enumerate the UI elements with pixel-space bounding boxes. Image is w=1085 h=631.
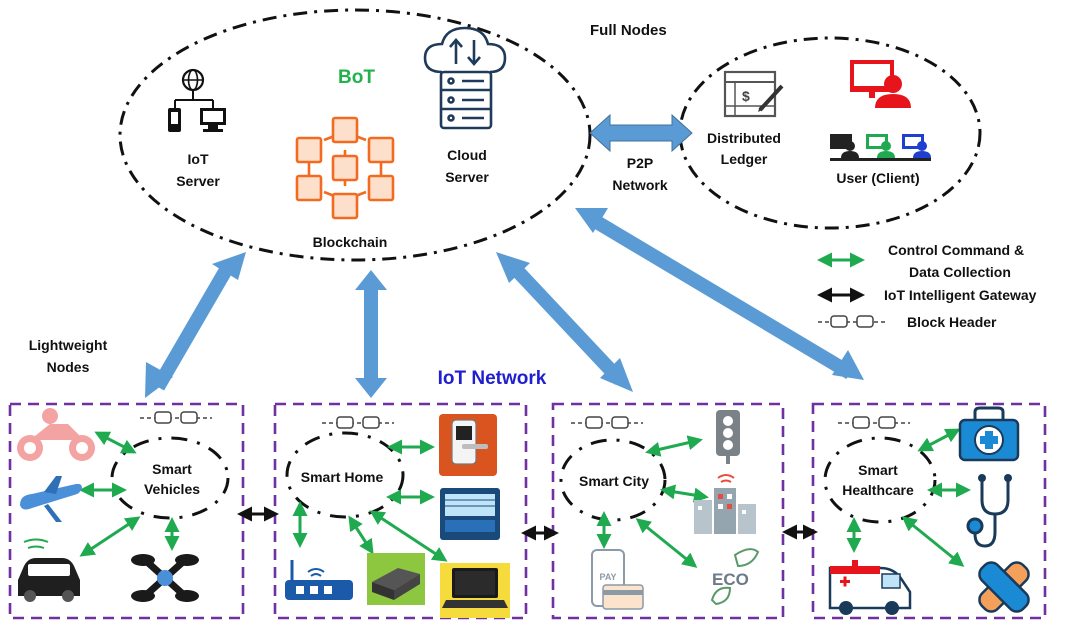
laptop-icon [440, 563, 510, 618]
ledger-icon: $ [723, 70, 784, 118]
smart-building-icon [694, 474, 756, 534]
wifi-router-icon [285, 560, 353, 600]
bandage-icon [978, 561, 1030, 613]
mobile-payment-icon: PAY [591, 549, 644, 610]
first-aid-kit-icon [958, 406, 1020, 462]
legend-control-command: Control Command &Data Collection [888, 242, 1024, 280]
iot-network-title: IoT Network [438, 368, 547, 389]
block-header-marks [140, 411, 910, 429]
drone-icon [131, 554, 199, 602]
connected-car-icon [18, 538, 80, 602]
legend-gateway: IoT Intelligent Gateway [884, 287, 1037, 303]
blue-link-arrowheads [145, 208, 864, 398]
full-nodes-label: Full Nodes [590, 22, 667, 39]
svg-text:ECO: ECO [712, 570, 749, 589]
client-ellipse [678, 36, 982, 230]
svg-text:$: $ [742, 88, 750, 104]
smart-lock-icon [439, 414, 497, 476]
blockchain-cubes-icon [295, 116, 395, 220]
blockchain-label: Blockchain [313, 234, 388, 250]
iot-domain-boxes [8, 402, 1047, 620]
stethoscope-icon [966, 474, 1012, 548]
ambulance-icon [828, 560, 912, 615]
globe-network-icon [168, 68, 226, 132]
smart-city-label: Smart City [579, 473, 649, 489]
bot-title: BoT [338, 67, 375, 88]
gateway-arrows [237, 506, 818, 541]
air-conditioner-icon [440, 488, 500, 540]
green-data-arrows [79, 428, 971, 568]
users-group-icon [830, 134, 931, 161]
svg-text:PAY: PAY [599, 572, 616, 582]
motorbike-icon [17, 408, 95, 461]
traffic-light-icon [716, 410, 740, 464]
smart-home-label: Smart Home [301, 469, 384, 485]
legend-block-header [818, 315, 886, 328]
legend-block-header-label: Block Header [907, 314, 997, 330]
user-client-label: User (Client) [836, 170, 919, 186]
blue-link-arrows [151, 211, 854, 391]
eco-leaf-icon: ECO [710, 548, 760, 606]
media-player-icon [367, 553, 425, 605]
bot-cloud-ellipse [118, 8, 592, 262]
hub-ellipses [110, 431, 937, 524]
cloud-server-icon [423, 26, 507, 130]
user-monitor-icon [850, 60, 911, 108]
airplane-icon [20, 476, 82, 522]
p2p-network-arrow [589, 113, 693, 153]
